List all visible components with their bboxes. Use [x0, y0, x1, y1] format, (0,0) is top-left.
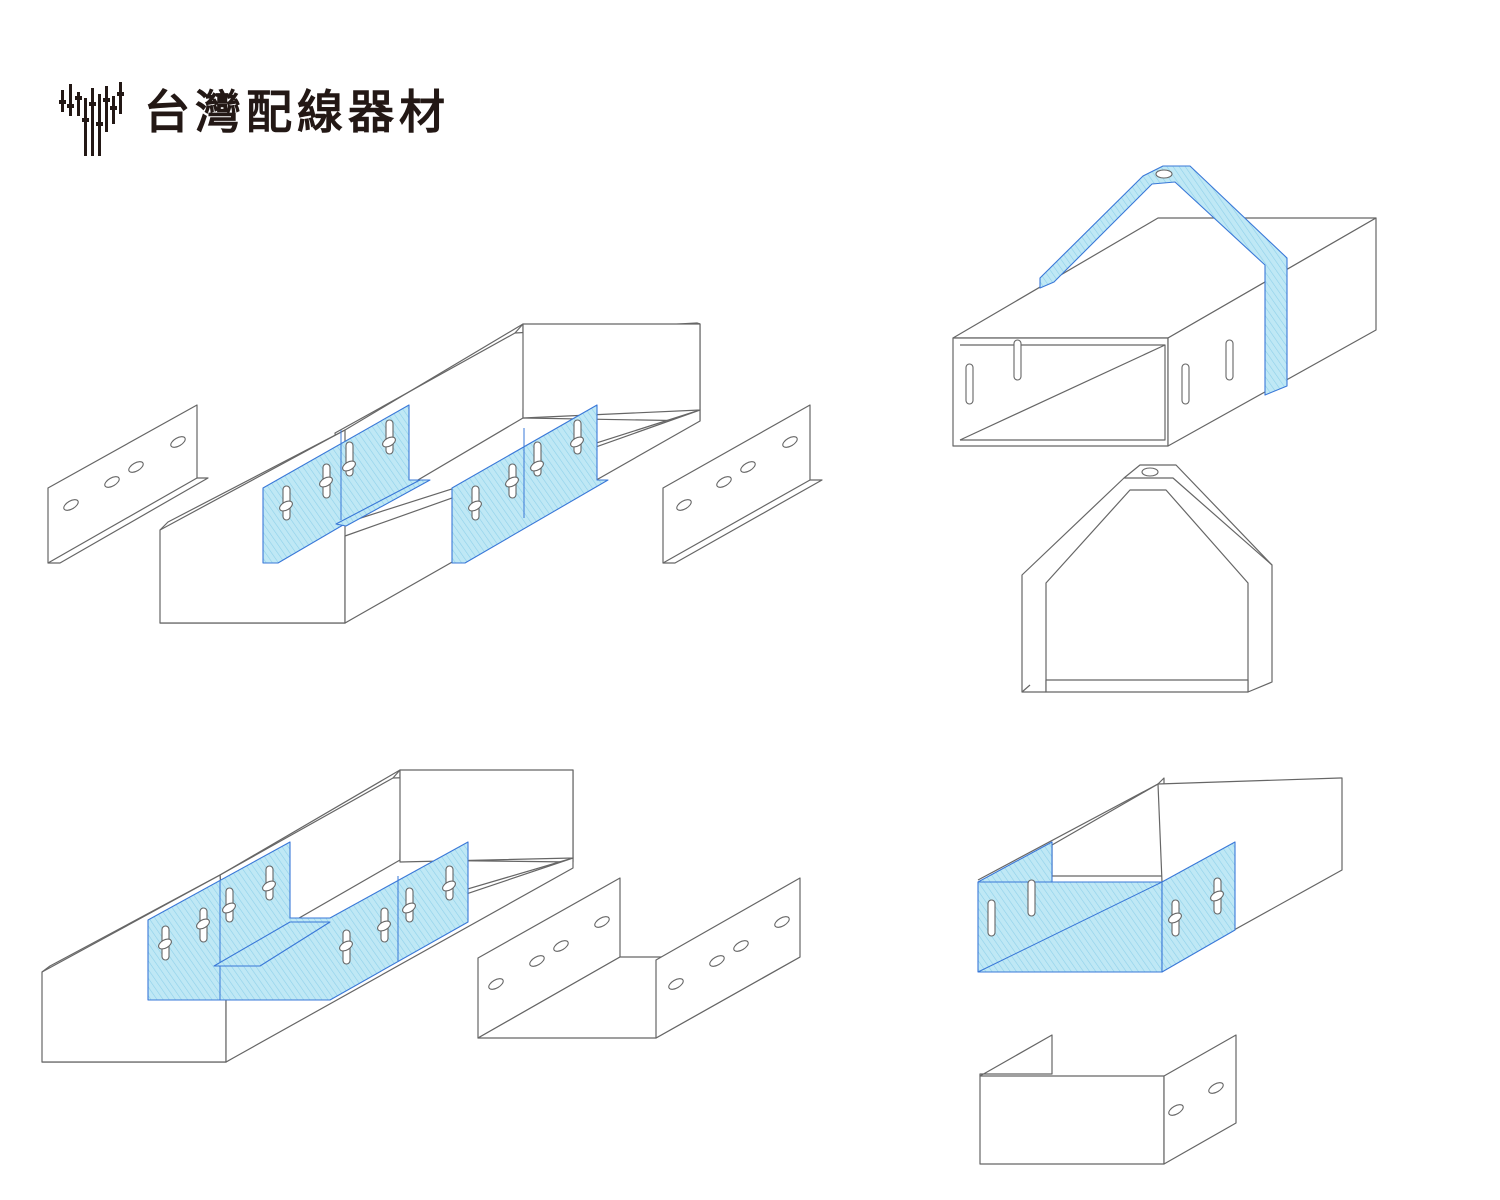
cable-tray-body — [159, 322, 701, 624]
hanger-clamp-part — [1021, 464, 1273, 693]
end-cap-part — [979, 1034, 1237, 1165]
tray-with-end-cap — [977, 777, 1343, 973]
hanger-clamp-assembly — [952, 165, 1377, 447]
brand-name: 台灣配線器材 — [144, 85, 450, 139]
covered-cable-tray — [952, 217, 1377, 447]
cable-tray-tee-coupler-icon — [41, 769, 801, 1063]
inserted-tee-coupler — [147, 841, 469, 1001]
installed-splice-plates — [262, 404, 609, 564]
tee-joint-coupler — [41, 769, 801, 1063]
barcode-connector-logo-icon — [59, 82, 124, 156]
straight-joint-splice-plates — [47, 322, 823, 624]
brand-logo: 台灣配線器材 — [58, 78, 458, 158]
end-cap-coupler — [977, 777, 1343, 1165]
cable-tray-end-cap-icon — [977, 777, 1343, 1165]
cable-tray-hanger-icon — [952, 165, 1377, 447]
hanger-strap — [1039, 165, 1288, 396]
u-shaped-coupler-part — [477, 877, 801, 1039]
left-splice-plate — [47, 404, 209, 564]
cable-tray-splice-plate-icon — [47, 322, 823, 624]
right-splice-plate — [662, 404, 823, 564]
